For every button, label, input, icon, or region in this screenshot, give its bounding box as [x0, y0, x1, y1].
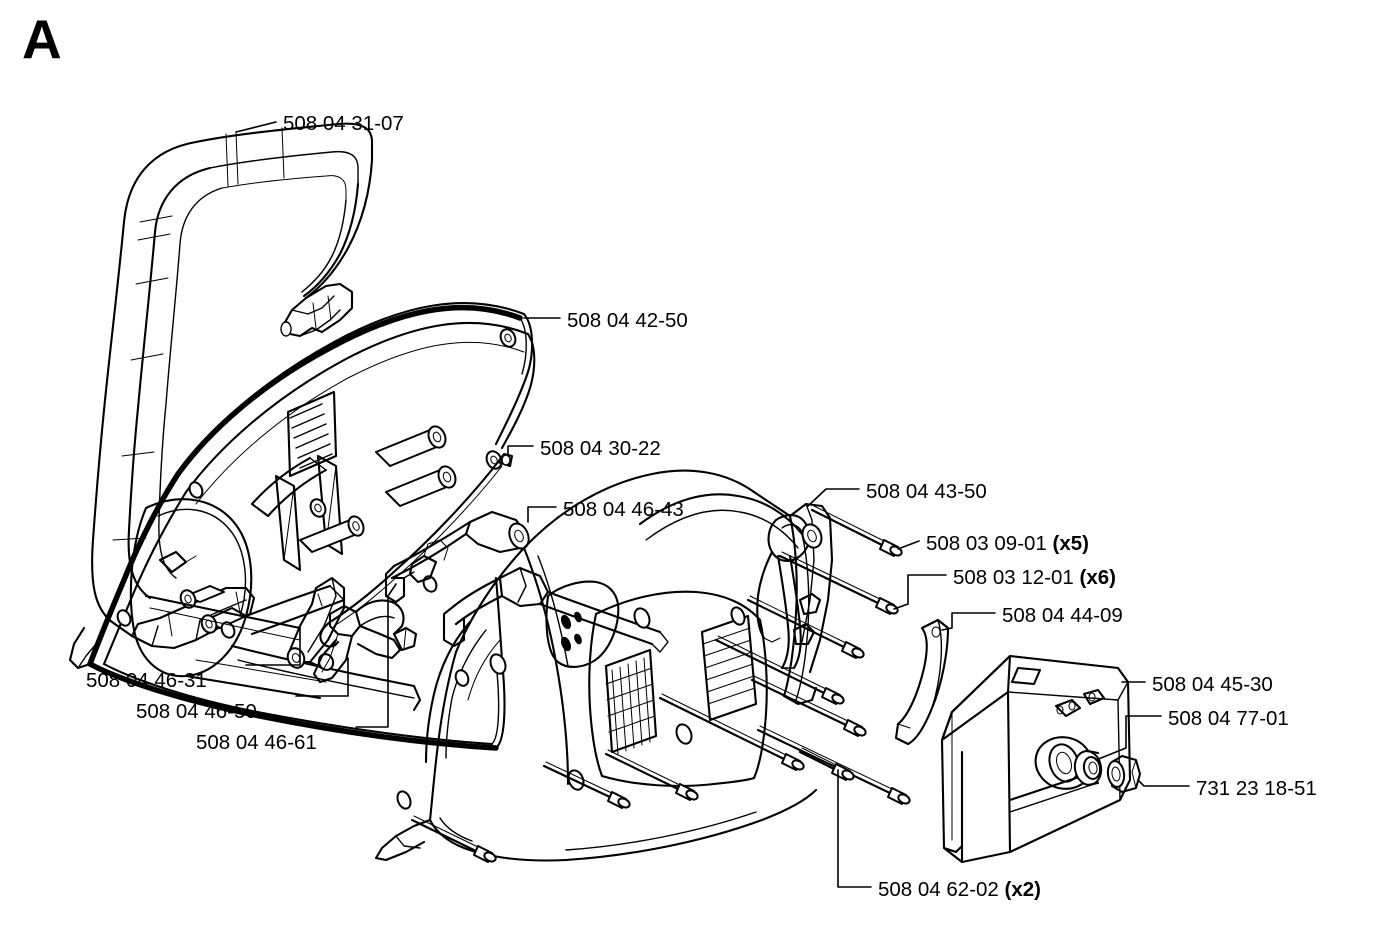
callout-cover-45-30: 508 04 45-30 [1152, 673, 1273, 696]
part-number: 508 04 62-02 [878, 878, 999, 901]
part-left-housing [68, 301, 536, 751]
callout-lever-46-43: 508 04 46-43 [563, 498, 684, 521]
screw [658, 693, 805, 771]
callout-rod: 508 04 30-22 [540, 437, 661, 460]
callout-latch-46-61: 508 04 46-61 [196, 731, 317, 754]
part-number: 508 04 77-01 [1168, 707, 1289, 730]
quantity-badge: (x2) [1004, 878, 1041, 901]
part-screws [410, 505, 911, 863]
part-number: 508 04 45-30 [1152, 673, 1273, 696]
part-number: 508 03 12-01 [953, 566, 1074, 589]
callout-housing-right: 508 04 43-50 [866, 480, 987, 503]
part-number: 508 04 43-50 [866, 480, 987, 503]
callout-nut-18-51: 731 23 18-51 [1196, 777, 1317, 800]
part-right-housing [374, 469, 834, 862]
callout-screw-12-01: 508 03 12-01 (x6) [953, 566, 1116, 589]
part-retainer-bracket [894, 618, 950, 746]
part-throttle-lever [384, 510, 530, 604]
part-number: 508 04 46-61 [196, 731, 317, 754]
part-trigger-lever [286, 576, 346, 671]
callout-trigger-46-31: 508 04 46-31 [86, 669, 207, 692]
screw [542, 761, 631, 809]
part-number: 508 04 46-43 [563, 498, 684, 521]
callout-housing-left: 508 04 42-50 [567, 309, 688, 332]
leader-lines [235, 121, 1190, 888]
screw [604, 749, 699, 801]
quantity-badge: (x5) [1052, 532, 1089, 555]
screw [746, 595, 865, 659]
callout-handle: 508 04 31-07 [283, 112, 404, 135]
callout-screw-09-01: 508 03 09-01 (x5) [926, 532, 1089, 555]
part-number: 508 04 44-09 [1002, 604, 1123, 627]
part-interlock-link [312, 599, 418, 684]
part-number: 731 23 18-51 [1196, 777, 1317, 800]
screw [756, 725, 911, 805]
part-washer [1073, 749, 1103, 787]
part-side-cover [940, 654, 1132, 864]
callout-bracket-44-09: 508 04 44-09 [1002, 604, 1123, 627]
vent-grille-left [604, 648, 658, 755]
part-nut [1106, 754, 1142, 794]
part-number: 508 04 46-31 [86, 669, 207, 692]
callout-washer-77-01: 508 04 77-01 [1168, 707, 1289, 730]
part-number: 508 04 31-07 [283, 112, 404, 135]
part-number: 508 04 46-50 [136, 700, 257, 723]
quantity-badge: (x6) [1079, 566, 1116, 589]
part-number: 508 03 09-01 [926, 532, 1047, 555]
section-letter: A [22, 8, 62, 70]
part-front-handle [91, 122, 374, 650]
part-number: 508 04 42-50 [567, 309, 688, 332]
screw [798, 747, 855, 781]
callout-screw-62-02: 508 04 62-02 (x2) [878, 878, 1041, 901]
screw [778, 551, 899, 615]
screw [410, 815, 497, 863]
screw [714, 635, 845, 705]
screw [750, 675, 867, 737]
vent-grille-right [700, 614, 758, 722]
part-number: 508 04 30-22 [540, 437, 661, 460]
callout-link-46-50: 508 04 46-50 [136, 700, 257, 723]
screw [810, 505, 903, 557]
